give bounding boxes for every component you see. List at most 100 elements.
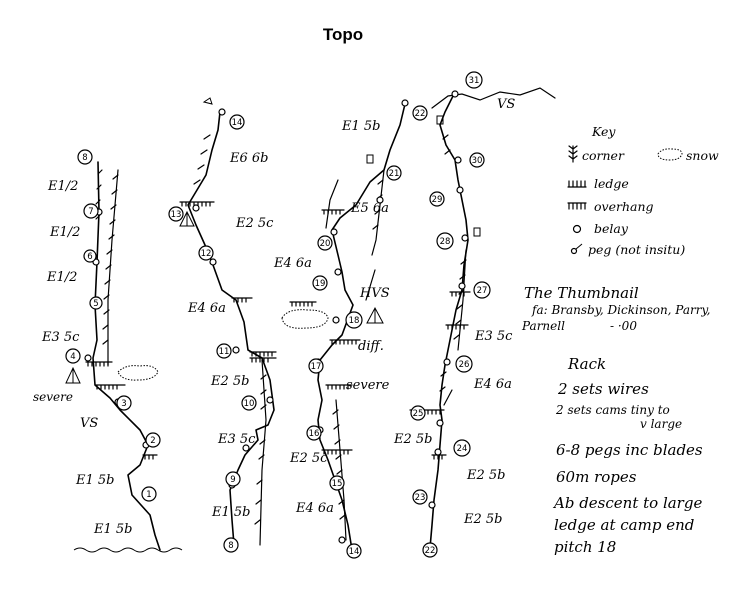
corner-crack-2 <box>259 359 267 546</box>
rack-line: 2 sets wires <box>557 380 649 398</box>
pitch-marker: 1 <box>141 486 157 502</box>
grade-label: diff. <box>358 339 384 354</box>
svg-text:31: 31 <box>469 76 480 86</box>
svg-text:22: 22 <box>425 546 436 556</box>
pitch-marker: 13 <box>168 206 184 222</box>
svg-text:28: 28 <box>440 237 451 247</box>
snow-patch-3 <box>281 309 329 329</box>
pitch-marker: 2 <box>145 432 161 448</box>
svg-text:26: 26 <box>459 360 470 370</box>
svg-text:16: 16 <box>309 429 320 439</box>
route-column-2: 14 13 12 11 10 9 8 E6 6b E2 5c E4 6a E2 … <box>168 97 277 553</box>
corner-crack-1 <box>107 169 119 366</box>
key-label-snow: snow <box>686 148 719 163</box>
svg-text:5: 5 <box>93 299 98 309</box>
pitch-marker: 19 <box>312 275 328 291</box>
pitch-marker: 11 <box>216 343 232 359</box>
tent-icon <box>65 366 81 384</box>
svg-text:13: 13 <box>171 210 182 220</box>
grade-label: E6 6b <box>229 151 269 166</box>
svg-text:15: 15 <box>332 479 343 489</box>
svg-text:14: 14 <box>232 118 243 128</box>
grade-label: E3 5c <box>41 330 80 345</box>
route-line-1 <box>92 161 161 551</box>
svg-text:22: 22 <box>415 109 426 119</box>
first-ascent-date: - ·00 <box>610 319 637 333</box>
page-title: Topo <box>323 25 363 44</box>
pitch-marker: 3 <box>116 395 132 411</box>
svg-text:8: 8 <box>82 153 87 163</box>
svg-text:27: 27 <box>477 286 488 296</box>
route-column-1: 8 7 6 5 4 3 2 1 E1/2 E1/2 E1/2 E3 5c sev… <box>33 149 183 553</box>
svg-text:12: 12 <box>201 249 212 259</box>
grade-label: severe <box>346 378 390 393</box>
key-label-ledge: ledge <box>594 176 629 191</box>
route-line-2 <box>187 111 275 546</box>
svg-text:17: 17 <box>311 362 322 372</box>
pitch-marker: 10 <box>241 395 257 411</box>
grade-label: E4 6a <box>273 256 312 271</box>
overhang-icon <box>567 202 587 210</box>
svg-text:9: 9 <box>230 475 235 485</box>
pitch-marker: 12 <box>198 245 214 261</box>
route-info: The Thumbnail fa: Bransby, Dickinson, Pa… <box>521 284 710 333</box>
svg-text:21: 21 <box>389 169 400 179</box>
grade-label: E4 6a <box>473 377 512 392</box>
grade-label: VS <box>80 416 98 431</box>
svg-text:20: 20 <box>320 239 331 249</box>
key-heading: Key <box>591 124 616 139</box>
pitch-marker: 17 <box>308 358 324 374</box>
svg-text:4: 4 <box>70 352 75 362</box>
svg-text:25: 25 <box>413 409 424 419</box>
grade-label: E1/2 <box>49 225 80 240</box>
rack-line: v large <box>640 417 682 431</box>
pitch-marker: 8 <box>77 149 93 165</box>
grade-label: E1 5b <box>75 473 115 488</box>
pitch-marker: 30 <box>469 152 485 168</box>
route-line-4 <box>429 91 469 549</box>
peg-icon <box>570 243 583 255</box>
key-legend: Key corner snow ledge overhang belay <box>567 124 719 257</box>
grade-label: E2 5b <box>393 432 433 447</box>
pitch-marker: 8 <box>223 537 239 553</box>
pitch-marker: 7 <box>83 203 99 219</box>
route-column-3: 22 21 20 19 18 17 16 15 14 E1 5b E5 6a E… <box>273 99 428 559</box>
ledge-icon <box>567 180 587 188</box>
pitch-marker: 16 <box>306 425 322 441</box>
svg-text:2: 2 <box>150 436 155 446</box>
pitch-marker: 26 <box>455 355 473 373</box>
pitch-marker: 18 <box>345 311 363 329</box>
svg-text:11: 11 <box>219 347 230 357</box>
grade-label: E5 6a <box>350 201 389 216</box>
route-name: The Thumbnail <box>524 284 639 302</box>
pitch-marker: 27 <box>473 281 491 299</box>
svg-text:24: 24 <box>457 444 468 454</box>
rack-line: 60m ropes <box>556 468 637 486</box>
grade-label: E2 5b <box>466 468 506 483</box>
grade-label: E1 5b <box>93 522 133 537</box>
grade-label: E1 5b <box>211 505 251 520</box>
rack-line: 6-8 pegs inc blades <box>556 441 703 459</box>
key-label-belay: belay <box>594 221 629 236</box>
rack-line: pitch 18 <box>554 538 616 556</box>
svg-text:18: 18 <box>349 316 360 326</box>
rack-line: ledge at camp end <box>554 516 694 534</box>
pitch-marker: 24 <box>453 439 471 457</box>
pitch-marker: 21 <box>386 165 402 181</box>
grade-label: E2 5b <box>463 512 503 527</box>
rack-line: 2 sets cams tiny to <box>555 403 670 417</box>
pitch-marker: 25 <box>410 405 426 421</box>
grade-label: E2 5c <box>289 451 328 466</box>
key-label-peg: peg (not insitu) <box>588 242 685 257</box>
svg-text:6: 6 <box>87 252 92 262</box>
corner-crack-3 <box>335 399 347 541</box>
pitch-marker: 6 <box>83 249 97 263</box>
snow-icon <box>657 148 683 161</box>
pitch-marker: 4 <box>65 348 81 364</box>
svg-text:3: 3 <box>121 399 126 409</box>
belay-icon <box>572 224 582 234</box>
key-label-corner: corner <box>582 148 625 163</box>
grade-label: E4 6a <box>295 501 334 516</box>
grade-label: E1/2 <box>47 179 78 194</box>
svg-text:1: 1 <box>146 490 151 500</box>
